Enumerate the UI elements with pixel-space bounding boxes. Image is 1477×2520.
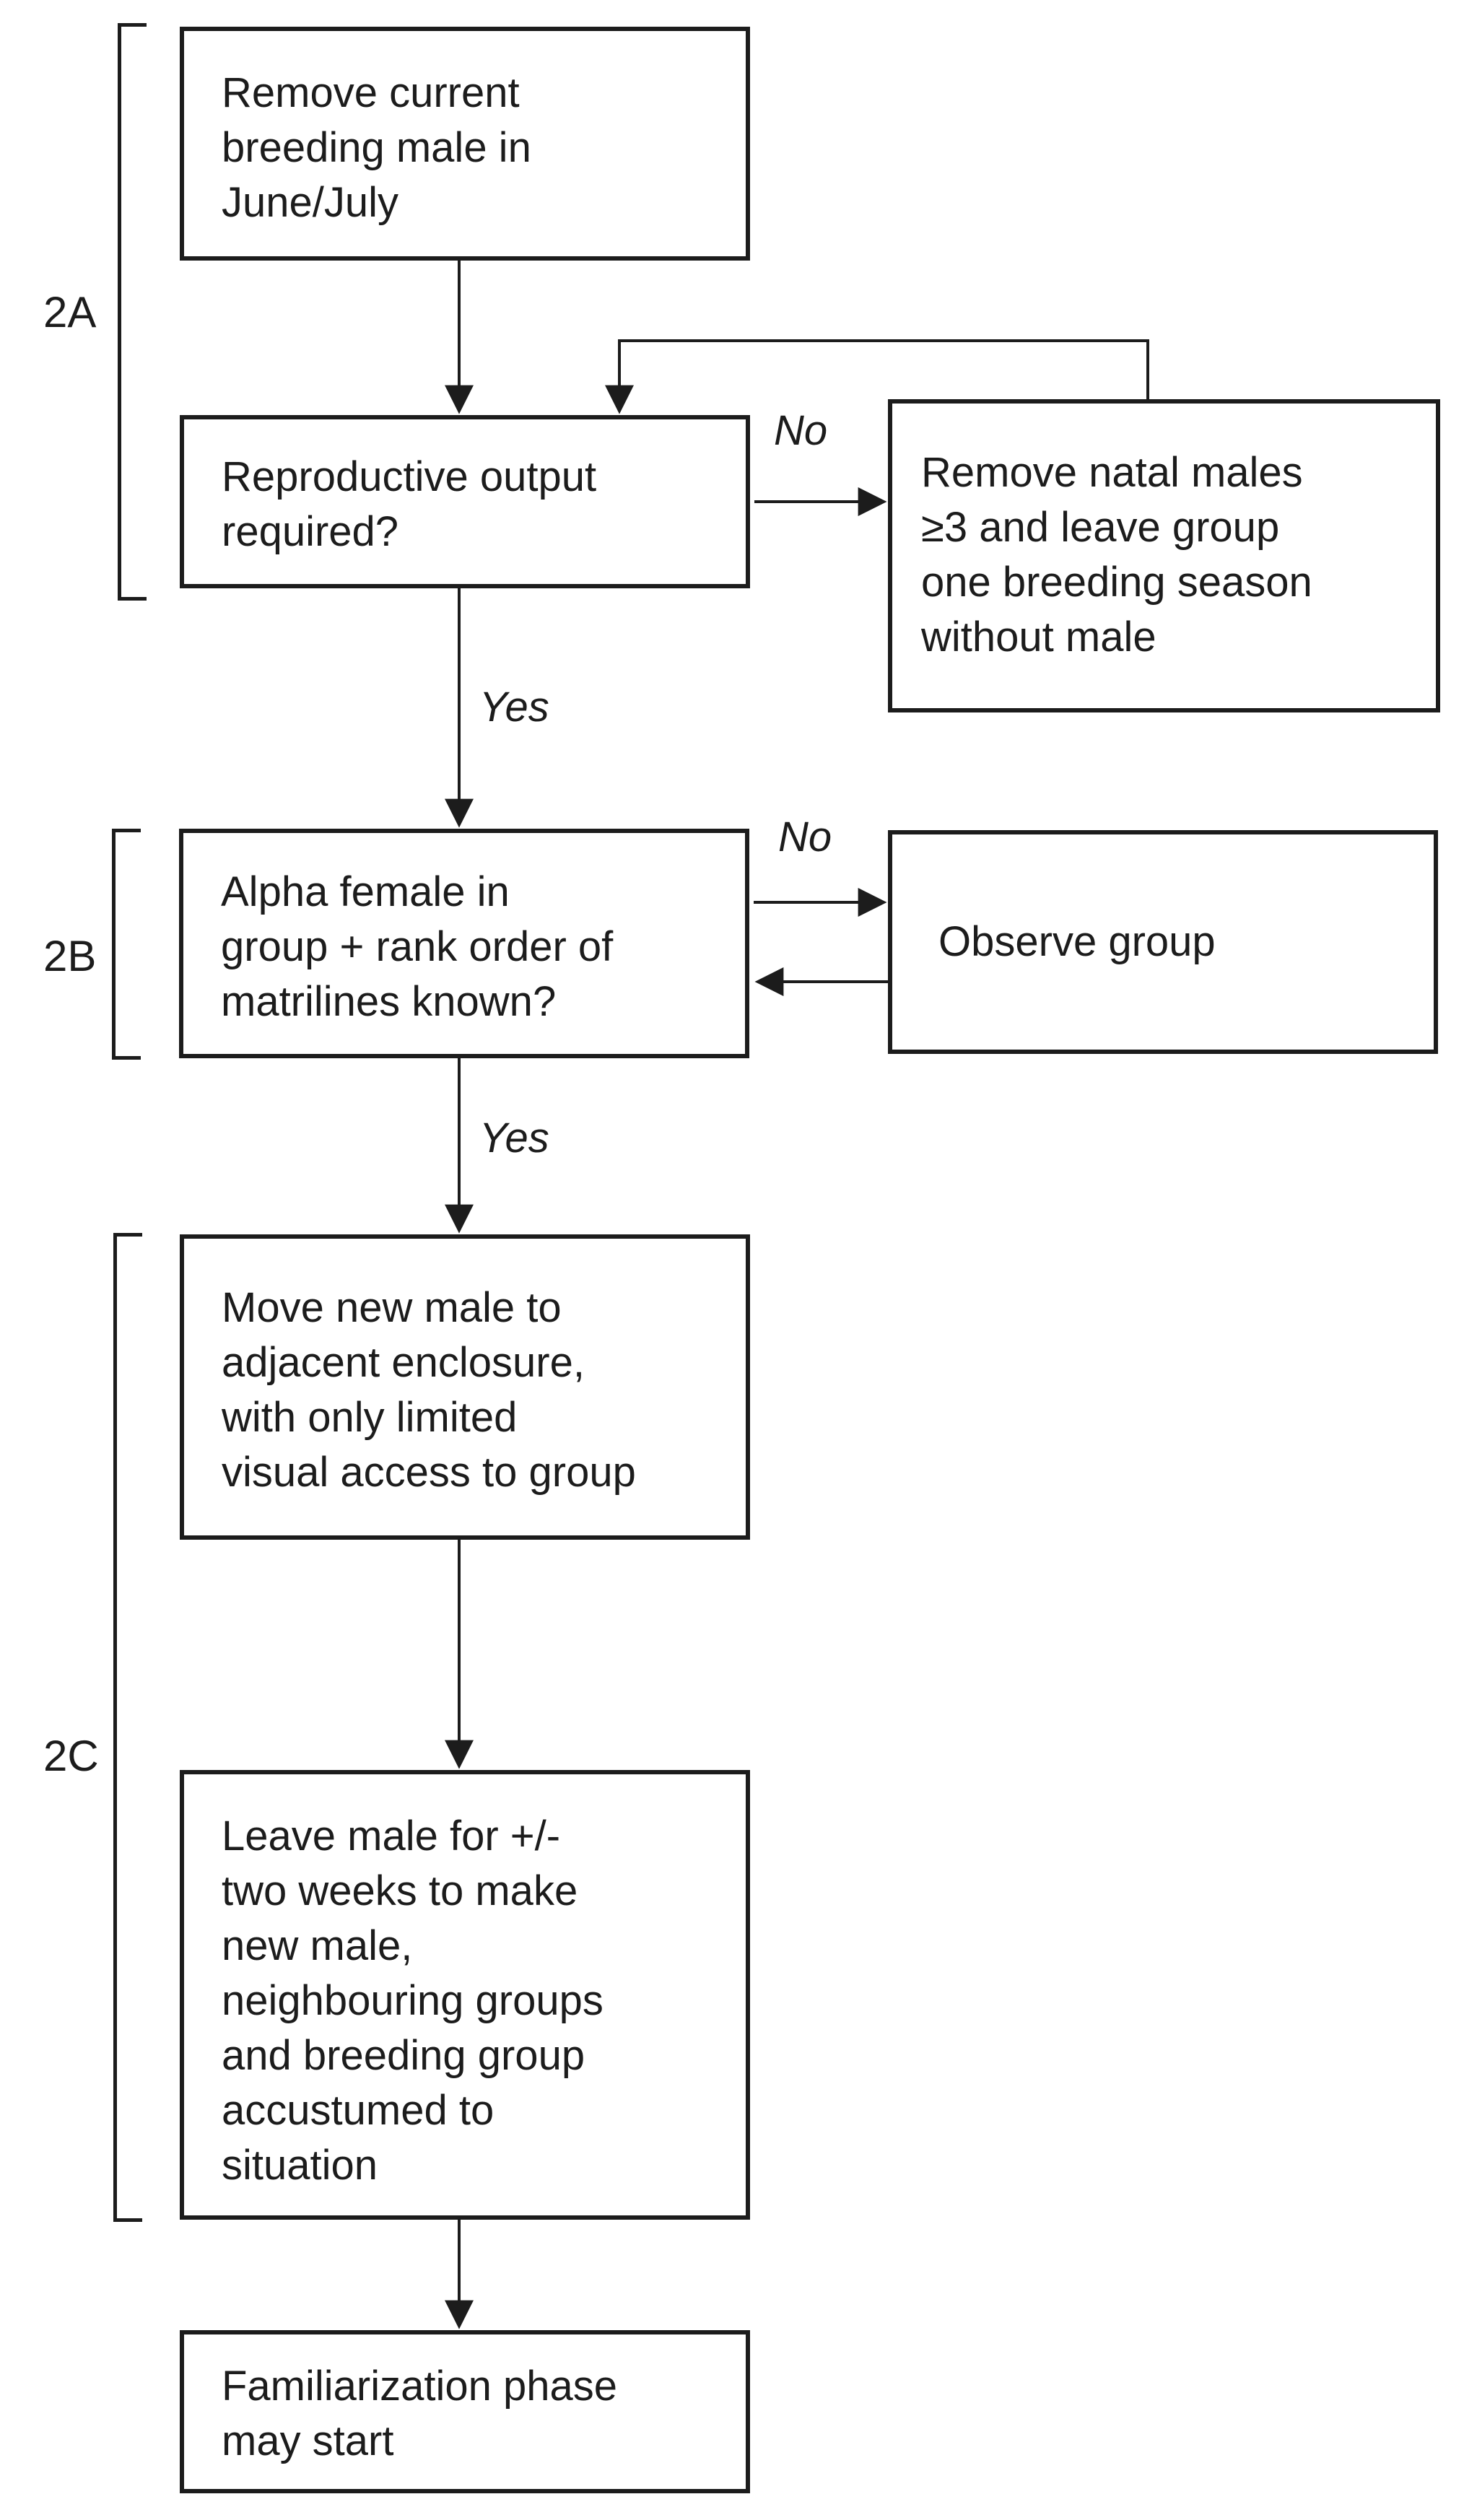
box-remove-current-male-text: Remove current breeding male in June/Jul…	[222, 69, 531, 226]
box-remove-natal-males: Remove natal males ≥3 and leave group on…	[888, 399, 1440, 712]
box-familiarization: Familiarization phase may start	[180, 2330, 750, 2493]
section-label-2c: 2C	[43, 1732, 99, 1780]
box-alpha-female-known: Alpha female in group + rank order of ma…	[179, 829, 749, 1058]
bracket-2c	[113, 1233, 142, 2222]
section-label-2b: 2B	[43, 932, 97, 980]
bracket-2b	[112, 829, 141, 1060]
edge-label-yes-alpha: Yes	[479, 1115, 549, 1161]
box-familiarization-text: Familiarization phase may start	[222, 2363, 618, 2464]
box-leave-male-text: Leave male for +/- two weeks to make new…	[222, 1813, 604, 2189]
bracket-2a	[118, 23, 147, 601]
arrow-feedback-natal-to-reproductive	[605, 341, 1148, 414]
box-move-new-male: Move new male to adjacent enclosure, wit…	[180, 1234, 750, 1540]
edge-label-no-alpha: No	[778, 814, 832, 860]
box-alpha-female-known-text: Alpha female in group + rank order of ma…	[221, 868, 614, 1025]
box-leave-male: Leave male for +/- two weeks to make new…	[180, 1770, 750, 2220]
section-label-2a: 2A	[43, 288, 97, 336]
edge-label-yes-reproductive: Yes	[479, 684, 549, 731]
box-reproductive-output: Reproductive output required?	[180, 415, 750, 588]
box-remove-natal-males-text: Remove natal males ≥3 and leave group on…	[921, 449, 1312, 660]
box-remove-current-male: Remove current breeding male in June/Jul…	[180, 27, 750, 261]
edge-label-no-reproductive: No	[774, 407, 828, 454]
box-observe-group: Observe group	[888, 830, 1438, 1054]
box-observe-group-text: Observe group	[938, 918, 1216, 965]
box-reproductive-output-text: Reproductive output required?	[222, 453, 597, 555]
box-move-new-male-text: Move new male to adjacent enclosure, wit…	[222, 1284, 636, 1496]
